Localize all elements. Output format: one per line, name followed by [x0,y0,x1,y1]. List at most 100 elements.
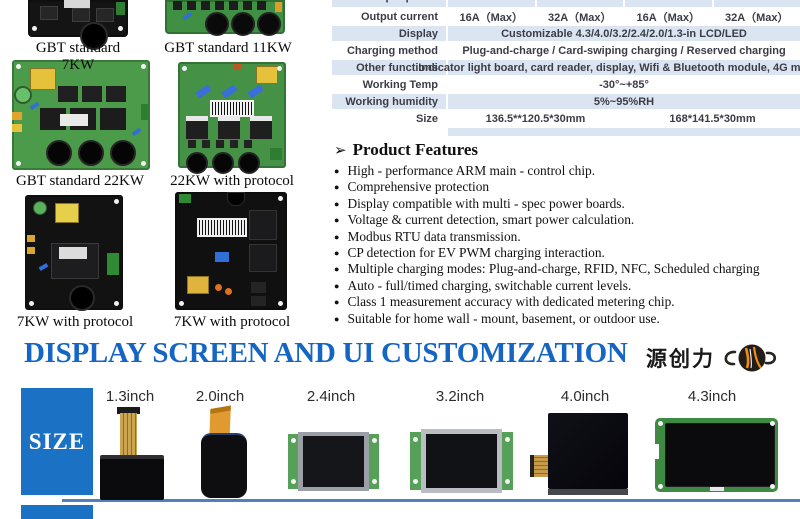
pcb-label-chip [59,247,87,259]
pcb-notch [654,444,659,459]
flex-cable [530,455,552,477]
size-panel: SIZE [21,388,93,495]
mount-hole [291,438,296,443]
pcb-blue-cap [195,84,212,99]
mount-hole [770,421,775,426]
pcb-label-chip [64,0,90,8]
pcb-connector [275,2,282,12]
pcb-connector [12,124,22,132]
bullet-icon: ● [334,215,340,226]
screen-photo-2-4inch [288,432,379,491]
table-row: Output current 16A（Max） 32A（Max） 16A（Max… [332,9,800,25]
pcb-module [249,210,277,240]
pcb-capacitor [46,140,72,166]
pcb-module [251,282,266,293]
feature-item: ●High - performance ARM main - control c… [334,163,796,179]
feature-text: Comprehensive protection [347,179,490,195]
pcb-connector [225,288,232,295]
pcb-relay [216,140,224,148]
pcb-hole [29,301,34,306]
pcb-relay [186,116,208,139]
table-label-cell: Working humidity [332,94,446,109]
board-caption: GBT standard 22KW [15,173,145,189]
board-caption: 7KW with protocol [16,314,134,330]
pcb-relay [100,108,126,130]
product-features: ➢ Product Features ●High - performance A… [334,140,796,327]
table-cell [448,0,535,7]
section-heading: DISPLAY SCREEN AND UI CUSTOMIZATION [24,337,628,369]
table-cell: 32A（Max） [536,9,623,25]
feature-item: ●Voltage & current detection, smart powe… [334,212,796,228]
table-label-cell: Output current [332,9,446,25]
pcb-barcode-label [197,218,247,237]
bullet-icon: ● [334,198,340,209]
pcb-barcode-label [210,100,254,117]
pcb-relay [187,1,196,10]
mount-hole [413,479,418,484]
pcb-relay [58,86,78,102]
pcb-hole [118,26,123,31]
pcb-capacitor [227,192,245,206]
pcb-hole [278,301,283,306]
feature-item: ●Suitable for home wall - mount, basemen… [334,311,796,327]
bullet-icon: ● [334,280,340,291]
pcb-relay [244,140,252,148]
screen-size-label: 4.0inch [560,388,610,405]
table-cell: 168*141.5*30mm [625,111,800,126]
pcb-relay [106,86,126,102]
pcb-relay [215,1,224,10]
table-row: Charging method Plug-and-charge / Card-s… [332,43,800,58]
table-cell [536,0,623,7]
ribbon-connector [117,407,140,414]
pcb-hole [32,26,37,31]
pcb-label-chip [60,114,88,126]
lcd-screen [426,434,497,488]
table-label-cell: Size [332,111,446,126]
arrow-bullet-icon: ➢ [334,142,347,159]
pcb-terminal [116,2,125,15]
pcb-hole [114,199,119,204]
pcb-connector [27,235,35,242]
mount-hole [658,421,663,426]
bullet-icon: ● [334,297,340,308]
pcb-connector [710,487,724,491]
mount-hole [413,437,418,442]
pcb-capacitor [238,152,260,174]
pcb-hole [141,161,146,166]
pcb-capacitor [205,12,229,36]
feature-item: ●Modbus RTU data transmission. [334,229,796,245]
ycl-logo-icon [724,344,777,372]
bullet-icon: ● [334,231,340,242]
mount-hole [291,479,296,484]
screen-photo-4-0inch [528,413,628,495]
table-cell: 16A（Max） [448,9,535,25]
lcd-screen [303,436,364,487]
mount-hole [372,438,377,443]
table-row: Display Customizable 4.3/4.0/3.2/2.4/2.0… [332,26,800,41]
board-caption: GBT standard 7KW [35,40,121,73]
pcb-relay [243,1,252,10]
pcb-photo-7kw-protocol-a [25,195,123,311]
mount-hole [658,484,663,489]
pcb-module [251,296,266,306]
bullet-icon: ● [334,182,340,193]
pcb-terminal [107,253,119,275]
table-row: Other functions Indicator light board, c… [332,60,800,75]
pcb-capacitor [110,140,136,166]
table-label-cell: Display [332,26,446,41]
pcb-transformer [256,66,278,84]
pcb-connector [27,247,35,254]
pcb-relay [230,140,238,148]
pcb-blue-cap [29,101,40,111]
pcb-relay [257,1,266,10]
size-panel-label: SIZE [28,428,86,454]
table-label-cell: Output power [332,0,446,7]
pcb-relay [72,8,90,22]
table-cell: 32A（Max） [713,9,800,25]
oled-screen [100,455,164,500]
clipped-label-text: Output power [367,0,439,3]
screen-size-label: 1.3inch [105,388,155,405]
screen-photo-4-3inch [654,418,778,492]
pcb-hole [277,66,282,71]
pcb-capacitor [78,140,104,166]
